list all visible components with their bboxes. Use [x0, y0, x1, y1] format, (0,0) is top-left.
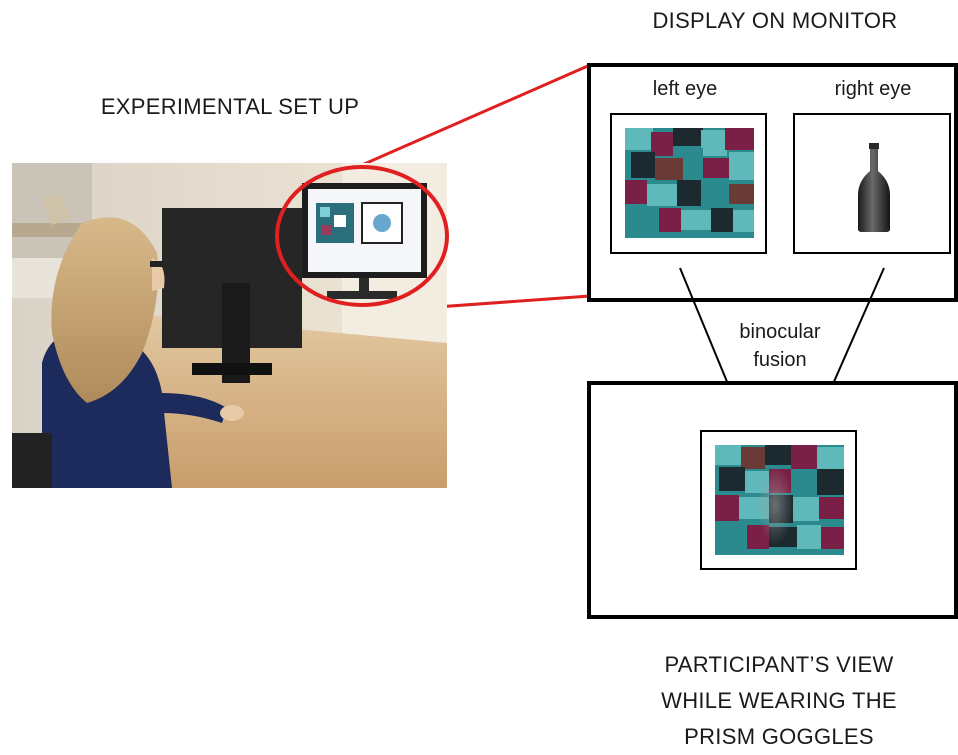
- callout-line-top: [361, 63, 591, 167]
- monitor-heading: DISPLAY ON MONITOR: [652, 8, 898, 33]
- view-label-line-1: PARTICIPANT’S VIEW: [664, 652, 894, 677]
- fused-mondrian: [715, 445, 844, 555]
- view-label-line-2: WHILE WEARING THE: [661, 688, 897, 713]
- fused-view-frame: [700, 430, 857, 570]
- view-label-line-3: PRISM GOGGLES: [684, 724, 874, 749]
- fusion-label: binocular fusion: [700, 318, 860, 374]
- left-eye-frame: [610, 113, 767, 254]
- participant-view-label: PARTICIPANT’S VIEW WHILE WEARING THE PRI…: [600, 647, 958, 755]
- photo-monitor: [302, 183, 427, 299]
- photo-participant: [42, 217, 244, 488]
- left-eye-mondrian: [625, 128, 754, 238]
- bottle-icon: [858, 143, 890, 232]
- monitor-highlight: [275, 165, 449, 307]
- fusion-label-line-2: fusion: [753, 349, 807, 371]
- setup-heading: EXPERIMENTAL SET UP: [100, 94, 360, 119]
- right-eye-frame: [793, 113, 951, 254]
- fusion-label-line-1: binocular: [739, 321, 821, 343]
- left-eye-label: left eye: [652, 78, 718, 100]
- fused-bottle-ghost: [757, 465, 793, 545]
- right-eye-label: right eye: [834, 78, 912, 100]
- setup-photo: [12, 163, 447, 488]
